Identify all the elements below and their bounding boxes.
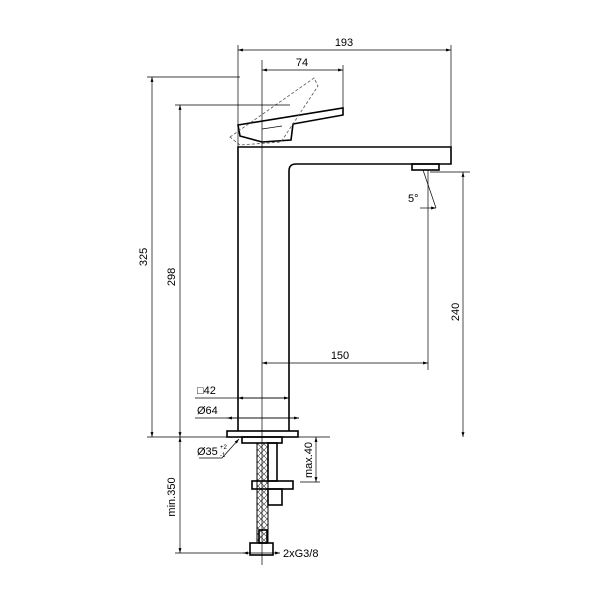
hole-tolerance-plus: +2 (220, 445, 228, 451)
body-height-label: 298 (166, 268, 178, 286)
extension-lines (147, 45, 470, 565)
hole-diameter-label: Ø35 (197, 446, 218, 458)
lever-reach-label: 74 (296, 57, 308, 69)
hole-tolerance-minus: -1 (220, 453, 226, 459)
mounting-assembly (226, 430, 299, 556)
body-square-label: □42 (197, 385, 216, 397)
max-deck-label: max.40 (303, 442, 315, 478)
dimension-lines (150, 48, 465, 555)
overall-reach-label: 193 (335, 37, 353, 49)
spray-angle-label: 5° (408, 193, 419, 205)
overall-height-label: 325 (138, 248, 150, 266)
connection-label: 2xG3/8 (283, 548, 318, 560)
spout-height-label: 240 (450, 303, 462, 321)
base-diameter-label: Ø64 (197, 405, 218, 417)
min-hose-label: min.350 (166, 477, 178, 516)
spout-reach-label: 150 (331, 350, 349, 362)
faucet-body (229, 77, 452, 431)
